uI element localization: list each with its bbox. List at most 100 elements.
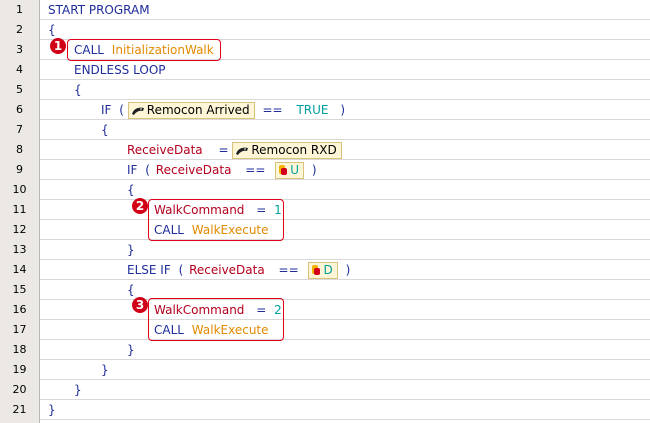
button-press-icon <box>312 265 321 275</box>
start-program-keyword: START PROGRAM <box>48 3 150 17</box>
code-line-2[interactable]: { <box>48 20 56 40</box>
value-two: 2 <box>274 303 282 317</box>
code-line-9[interactable]: IF ( ReceiveData == U ) <box>127 160 317 180</box>
highlight-box-1 <box>67 39 221 61</box>
paren-open: ( <box>145 163 150 177</box>
line-row: 3 <box>0 40 650 60</box>
line-separator <box>40 419 650 420</box>
assign-operator: = <box>256 303 267 317</box>
code-line-13[interactable]: } <box>127 240 135 260</box>
if-keyword: IF <box>101 103 112 117</box>
code-line-18[interactable]: } <box>127 340 135 360</box>
close-brace: } <box>127 343 135 357</box>
button-d-chip[interactable]: D <box>308 262 338 279</box>
if-keyword: IF <box>127 163 138 177</box>
line-row: 1 <box>0 0 650 20</box>
close-brace: } <box>74 383 82 397</box>
code-line-21[interactable]: } <box>48 400 56 420</box>
code-line-14[interactable]: ELSE IF ( ReceiveData == D ) <box>127 260 350 280</box>
walk-command-variable: WalkCommand <box>154 303 245 317</box>
paren-close: ) <box>340 103 345 117</box>
line-separator <box>40 359 650 360</box>
step-marker-1: 1 <box>50 38 66 54</box>
close-brace: } <box>127 243 135 257</box>
else-if-keyword: ELSE IF <box>127 263 171 277</box>
button-u-chip[interactable]: U <box>275 162 304 179</box>
line-number: 15 <box>0 280 40 300</box>
code-line-16[interactable]: WalkCommand = 2 <box>154 300 282 320</box>
line-row: 9 <box>0 160 650 180</box>
receive-data-variable: ReceiveData <box>189 263 265 277</box>
code-line-3[interactable]: CALL InitializationWalk <box>74 40 214 60</box>
line-number: 13 <box>0 240 40 260</box>
call-keyword: CALL <box>154 223 184 237</box>
highlight-box-3 <box>148 298 284 341</box>
receive-data-variable: ReceiveData <box>155 163 232 177</box>
line-separator <box>40 159 650 160</box>
line-number: 1 <box>0 0 40 20</box>
line-number: 18 <box>0 340 40 360</box>
line-separator <box>40 399 650 400</box>
equals-operator: == <box>245 163 266 177</box>
code-line-19[interactable]: } <box>101 360 109 380</box>
line-row: 13 <box>0 240 650 260</box>
line-number: 17 <box>0 320 40 340</box>
line-number: 10 <box>0 180 40 200</box>
line-separator <box>40 139 650 140</box>
equals-operator: == <box>278 263 299 277</box>
line-separator <box>40 179 650 180</box>
line-row: 21 <box>0 400 650 420</box>
line-row: 10 <box>0 180 650 200</box>
line-row: 11 <box>0 200 650 220</box>
function-name: InitializationWalk <box>111 43 214 57</box>
code-line-17[interactable]: CALL WalkExecute <box>154 320 269 340</box>
code-line-1[interactable]: START PROGRAM <box>48 0 150 20</box>
line-row: 4 <box>0 60 650 80</box>
line-separator <box>40 379 650 380</box>
line-separator <box>40 219 650 220</box>
assign-operator: = <box>218 143 229 157</box>
paren-open: ( <box>178 263 184 277</box>
open-brace: { <box>127 283 135 297</box>
line-row: 20 <box>0 380 650 400</box>
button-d-label: D <box>323 263 333 277</box>
close-brace: } <box>101 363 109 377</box>
code-line-4[interactable]: ENDLESS LOOP <box>74 60 166 80</box>
line-row: 16 <box>0 300 650 320</box>
line-number: 3 <box>0 40 40 60</box>
button-press-icon <box>279 165 288 175</box>
code-line-20[interactable]: } <box>74 380 82 400</box>
assign-operator: = <box>256 203 267 217</box>
walk-command-variable: WalkCommand <box>154 203 245 217</box>
line-number: 4 <box>0 60 40 80</box>
code-line-7[interactable]: { <box>101 120 109 140</box>
code-line-15[interactable]: { <box>127 280 135 300</box>
line-row: 6 <box>0 100 650 120</box>
remocon-arrived-chip[interactable]: Remocon Arrived <box>127 102 255 119</box>
open-brace: { <box>101 123 109 137</box>
code-line-5[interactable]: { <box>74 80 82 100</box>
paren-open: ( <box>119 103 124 117</box>
line-row: 15 <box>0 280 650 300</box>
line-row: 18 <box>0 340 650 360</box>
line-row: 8 <box>0 140 650 160</box>
line-row: 19 <box>0 360 650 380</box>
open-brace: { <box>48 23 56 37</box>
remocon-rxd-chip[interactable]: Remocon RXD <box>232 142 342 159</box>
line-separator <box>40 279 650 280</box>
line-separator <box>40 59 650 60</box>
code-line-10[interactable]: { <box>127 180 135 200</box>
code-line-11[interactable]: WalkCommand = 1 <box>154 200 282 220</box>
line-row: 17 <box>0 320 650 340</box>
line-number: 21 <box>0 400 40 420</box>
value-one: 1 <box>274 203 282 217</box>
code-line-12[interactable]: CALL WalkExecute <box>154 220 269 240</box>
line-number: 7 <box>0 120 40 140</box>
line-row: 14 <box>0 260 650 280</box>
code-line-6[interactable]: IF ( Remocon Arrived == TRUE ) <box>101 100 345 120</box>
line-separator <box>40 19 650 20</box>
line-number: 11 <box>0 200 40 220</box>
code-line-8[interactable]: ReceiveData = Remocon RXD <box>127 140 342 160</box>
line-separator <box>40 39 650 40</box>
